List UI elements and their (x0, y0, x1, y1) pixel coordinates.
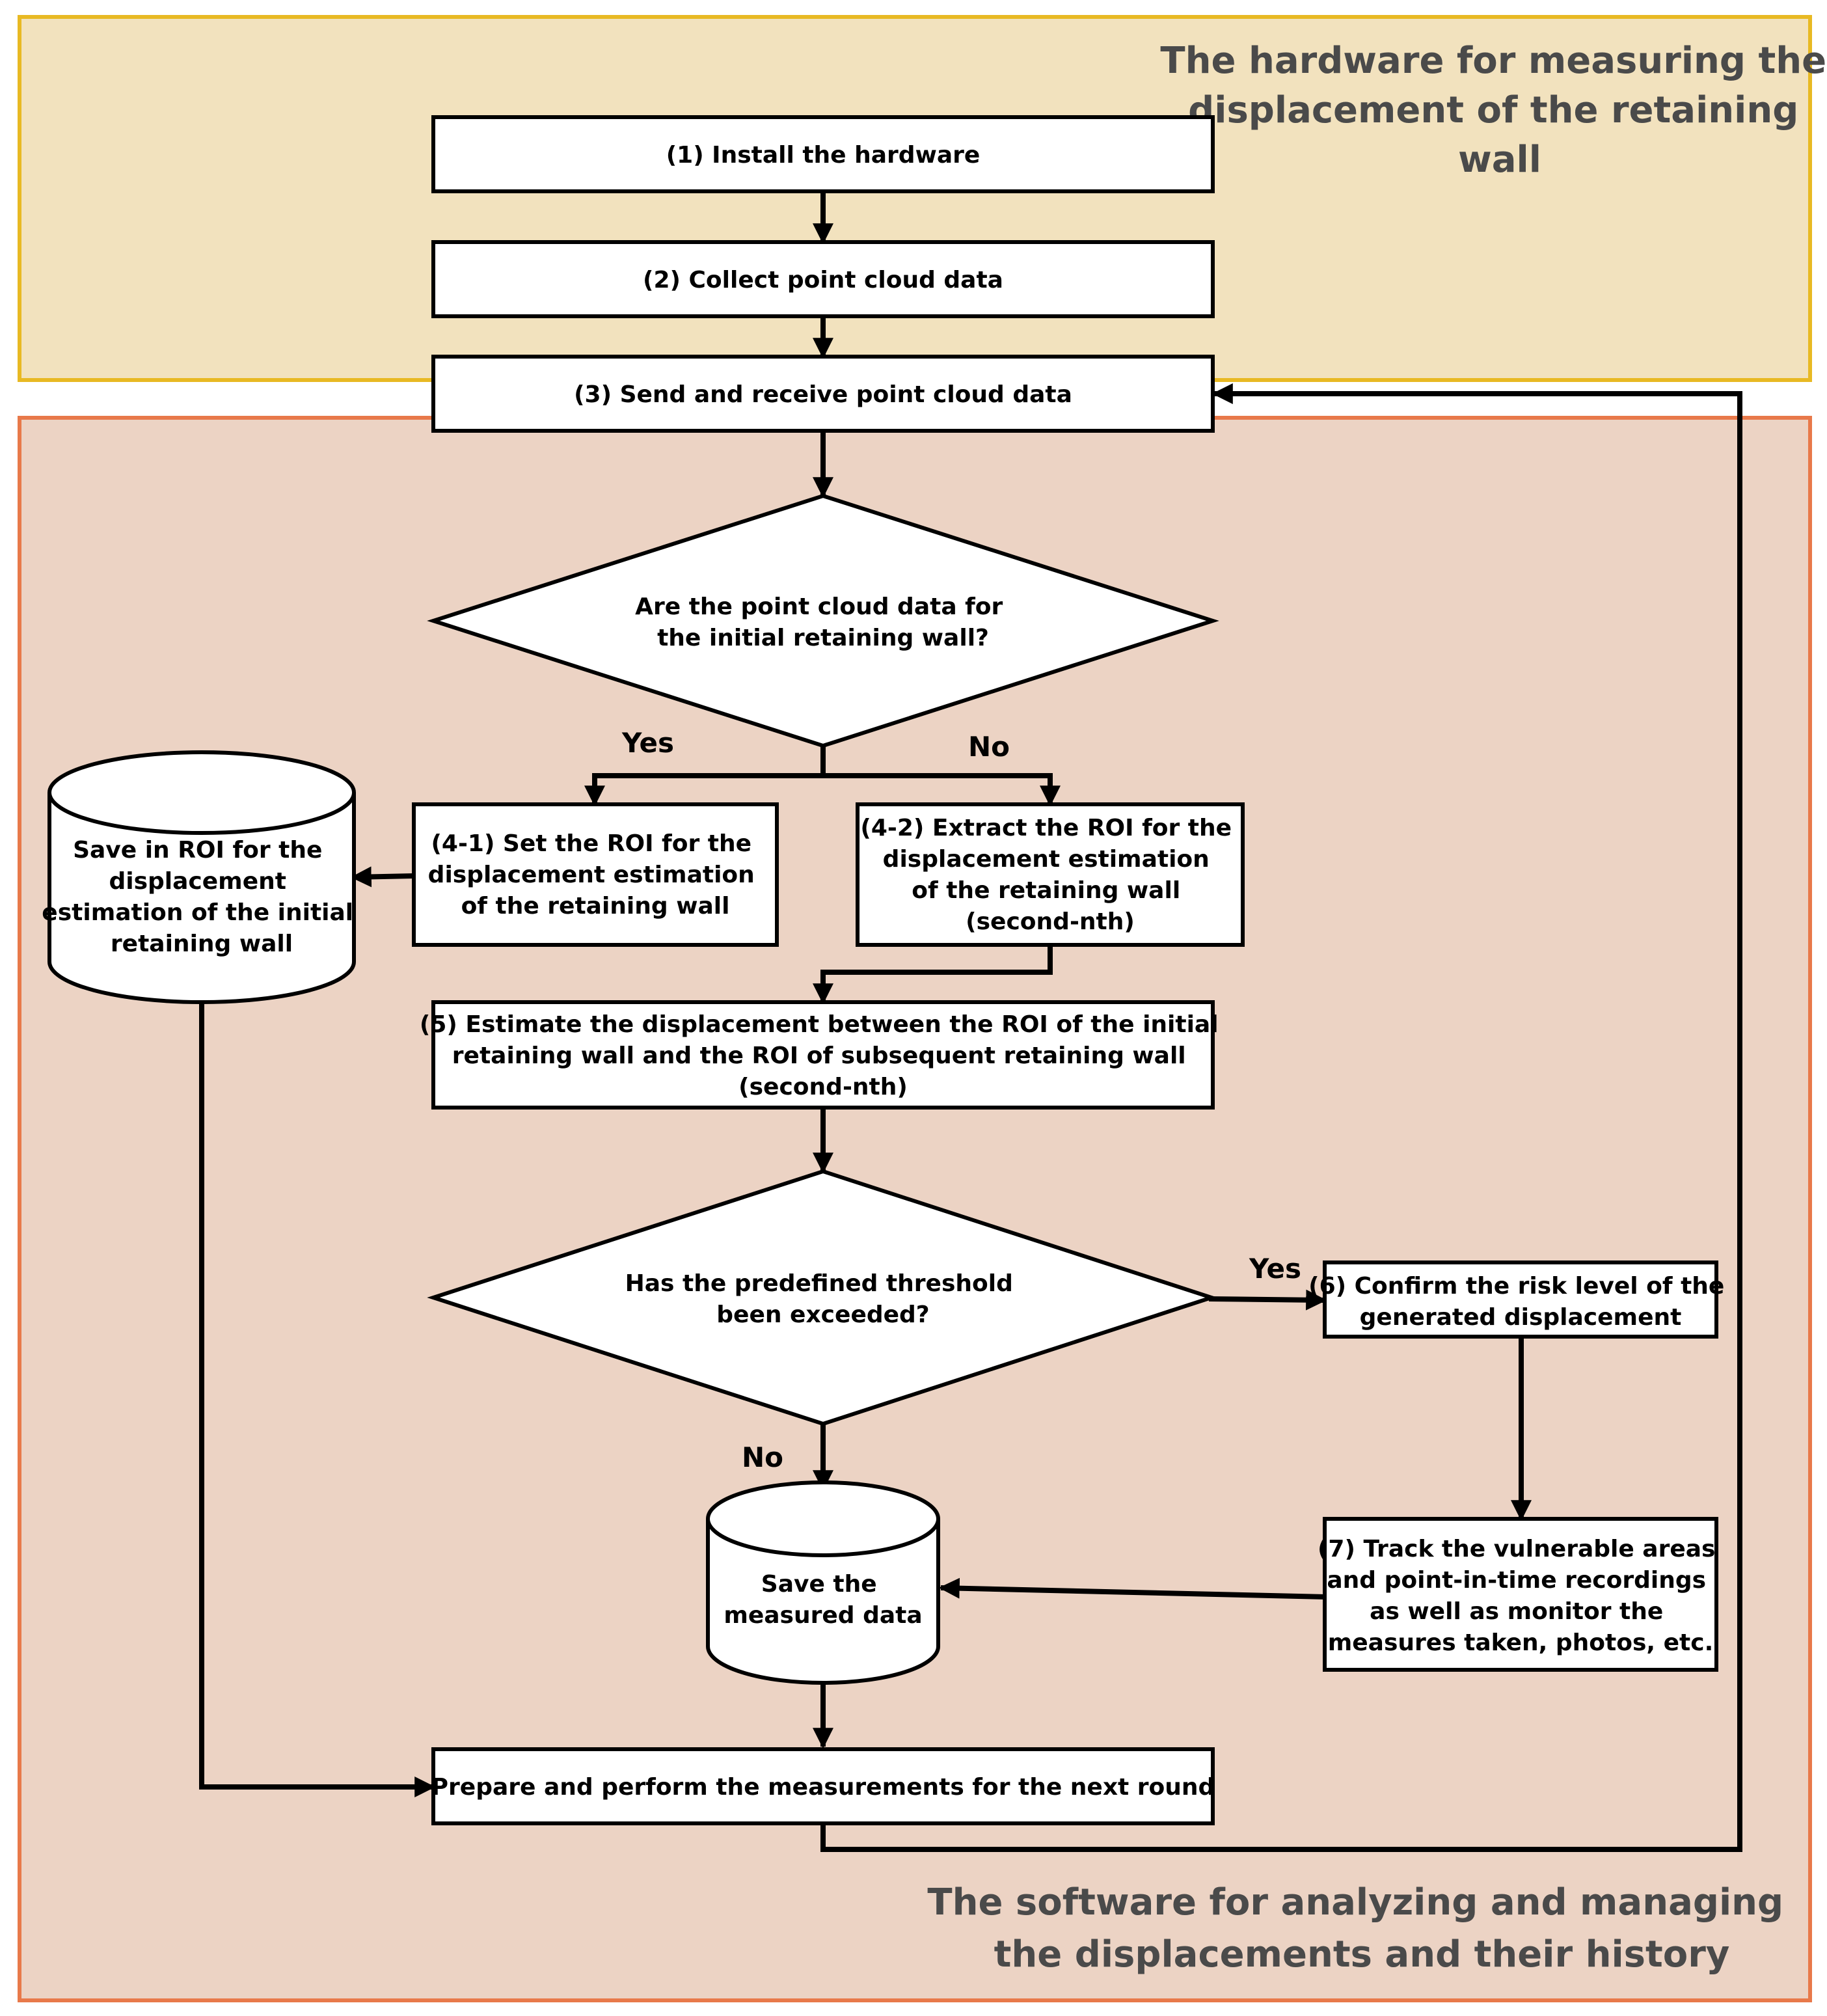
process-step-5: (5) Estimate the displacement between th… (420, 1000, 1226, 1110)
edge-decision-no (823, 773, 1061, 807)
edge-4-1-to-save-roi (350, 866, 414, 888)
database-measured-data: Save the measured data (706, 1480, 940, 1685)
process-step-7: (7) Track the vulnerable areas and point… (1318, 1517, 1724, 1672)
decision-threshold-label: Has the predefined threshold been exceed… (625, 1270, 1022, 1328)
process-step-4-1: (4-1) Set the ROI for the displacement e… (412, 802, 779, 947)
database-roi-initial-label: Save in ROI for the displacement estimat… (42, 837, 361, 957)
process-step-4-2: (4-2) Extract the ROI for the displaceme… (856, 802, 1245, 947)
edge-threshold-yes (1208, 1289, 1327, 1311)
decision-threshold: Has the predefined threshold been exceed… (427, 1169, 1218, 1426)
process-step-3-label: (3) Send and receive point cloud data (574, 381, 1072, 408)
software-region-title: The software for analyzing and managing … (927, 1881, 1796, 1976)
hardware-region-title: The hardware for measuring the displacem… (1160, 40, 1827, 181)
decision-threshold-yes-label: Yes (1249, 1253, 1301, 1285)
hardware-region (18, 15, 1812, 382)
decision-initial-wall-label: Are the point cloud data for the initial… (635, 593, 1011, 651)
edge-decision-yes (584, 746, 826, 807)
decision-threshold-no-label: No (742, 1441, 783, 1473)
decision-initial-no-label: No (968, 731, 1010, 763)
process-step-4-2-label: (4-2) Extract the ROI for the displaceme… (860, 815, 1239, 935)
decision-initial-wall: Are the point cloud data for the initial… (427, 493, 1219, 748)
edge-7-to-save-measured (938, 1577, 1325, 1600)
process-prepare-next-round: Prepare and perform the measurements for… (431, 1747, 1215, 1825)
database-measured-data-label: Save the measured data (724, 1571, 922, 1629)
process-step-1: (1) Install the hardware (431, 115, 1215, 193)
process-prepare-next-round-label: Prepare and perform the measurements for… (431, 1774, 1215, 1801)
process-step-6: (6) Confirm the risk level of the genera… (1308, 1260, 1733, 1339)
decision-initial-yes-label: Yes (621, 727, 674, 759)
edge-4-2-to-5 (813, 945, 1053, 1005)
process-step-7-label: (7) Track the vulnerable areas and point… (1318, 1536, 1724, 1656)
edge-loop-back-to-3 (820, 383, 1742, 1852)
process-step-3: (3) Send and receive point cloud data (431, 355, 1215, 433)
edge-save-roi-to-prepare (199, 1003, 436, 1797)
process-step-2: (2) Collect point cloud data (431, 240, 1215, 318)
database-roi-initial: Save in ROI for the displacement estimat… (42, 750, 361, 1004)
process-step-6-label: (6) Confirm the risk level of the genera… (1308, 1273, 1733, 1331)
process-step-1-label: (1) Install the hardware (666, 142, 981, 169)
process-step-2-label: (2) Collect point cloud data (643, 267, 1003, 293)
process-step-4-1-label: (4-1) Set the ROI for the displacement e… (428, 830, 763, 919)
process-step-5-label: (5) Estimate the displacement between th… (420, 1011, 1226, 1100)
